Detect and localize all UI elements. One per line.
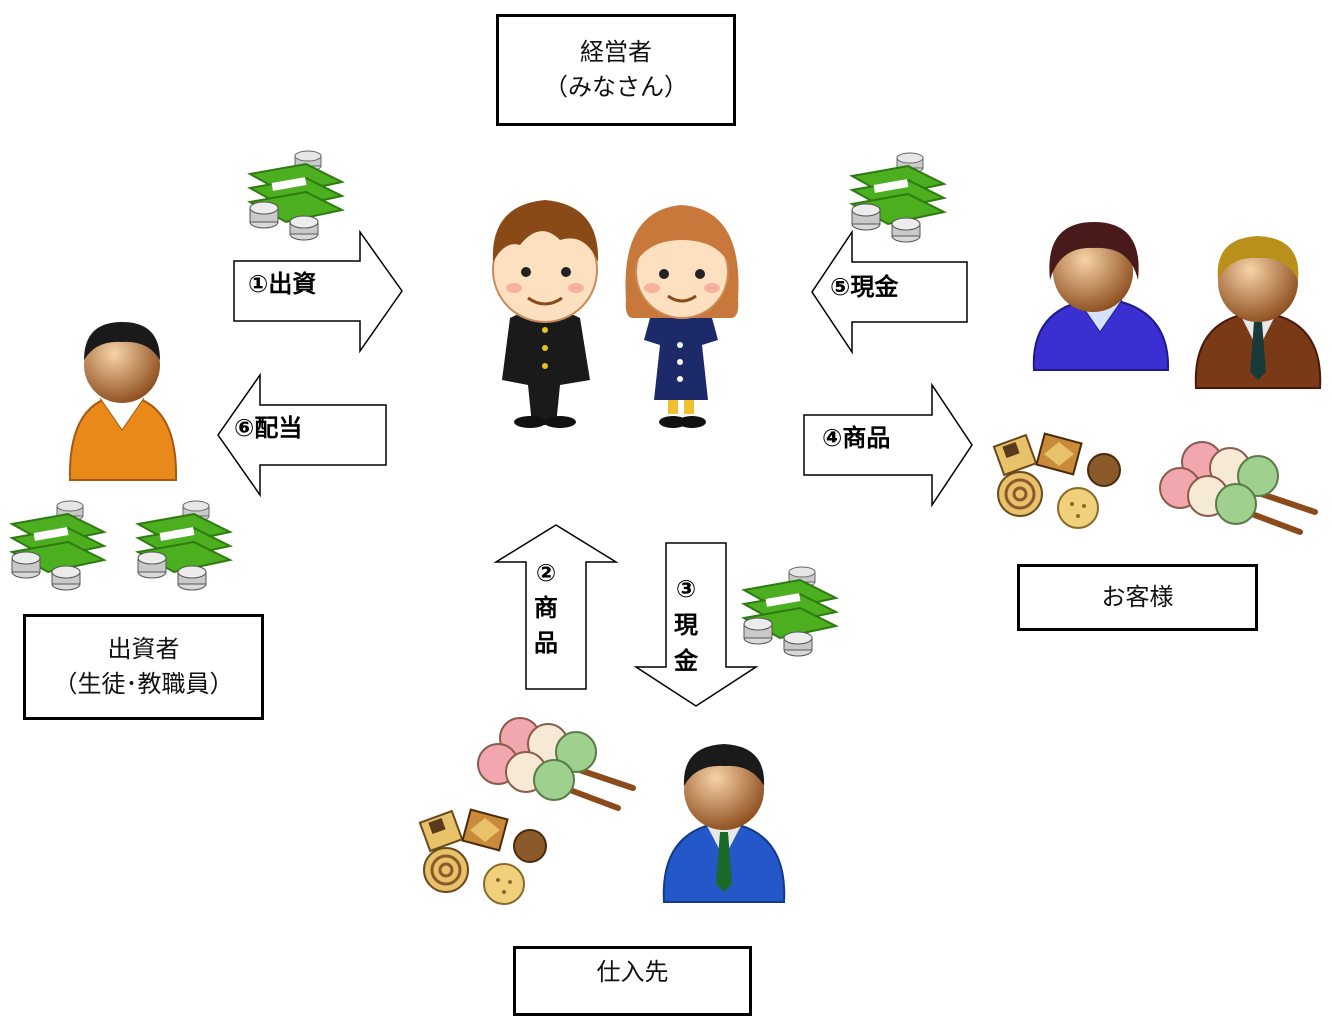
money-stack-icon xyxy=(137,500,231,591)
goods-in-label-1: ② xyxy=(536,559,556,587)
goods-out-arrow: ④商品 xyxy=(803,382,973,508)
manager-title: 経営者 xyxy=(580,38,652,67)
dango-icon xyxy=(1160,442,1315,532)
student-girl-icon xyxy=(625,205,739,428)
goods-in-label-2: 商 xyxy=(534,594,558,622)
cash-in-label: ⑤現金 xyxy=(830,273,899,301)
supplier-box: 仕入先 xyxy=(513,946,752,1016)
dividend-arrow: ⑥配当 xyxy=(217,372,387,498)
money-stack-icon xyxy=(249,150,343,241)
payment-label-2: 現 xyxy=(674,611,698,639)
investor-person-icon xyxy=(68,322,178,481)
investment-label: ①出資 xyxy=(248,270,316,298)
money-stack-icon xyxy=(743,566,837,657)
manager-subtitle: （みなさん） xyxy=(544,73,688,101)
supplier-title: 仕入先 xyxy=(596,958,669,986)
investor-box: 出資者 （生徒･教職員） xyxy=(23,614,264,720)
dividend-label: ⑥配当 xyxy=(234,414,302,442)
goods-out-label: ④商品 xyxy=(822,424,890,452)
customer-woman-icon xyxy=(1032,222,1170,371)
investor-title: 出資者 xyxy=(107,635,180,664)
investment-arrow: ①出資 xyxy=(233,229,403,354)
investor-subtitle: （生徒･教職員） xyxy=(53,670,234,698)
customer-title: お客様 xyxy=(1101,583,1174,612)
money-stack-icon xyxy=(851,152,945,243)
cookies-icon xyxy=(418,808,548,906)
cash-in-arrow: ⑤現金 xyxy=(811,229,968,355)
manager-box: 経営者 （みなさん） xyxy=(496,14,736,126)
dango-icon xyxy=(478,718,633,808)
goods-in-label-3: 品 xyxy=(534,629,558,657)
customer-man-icon xyxy=(1194,236,1322,389)
payment-supplier-arrow: ③ 現 金 xyxy=(633,542,759,707)
money-stack-icon xyxy=(11,500,105,591)
payment-label-1: ③ xyxy=(676,575,696,603)
cookies-icon xyxy=(992,432,1122,530)
customer-box: お客様 xyxy=(1017,564,1258,631)
goods-in-arrow: ② 商 品 xyxy=(493,524,619,690)
student-boy-icon xyxy=(492,200,599,428)
payment-label-3: 金 xyxy=(673,647,699,675)
supplier-person-icon xyxy=(662,744,786,903)
